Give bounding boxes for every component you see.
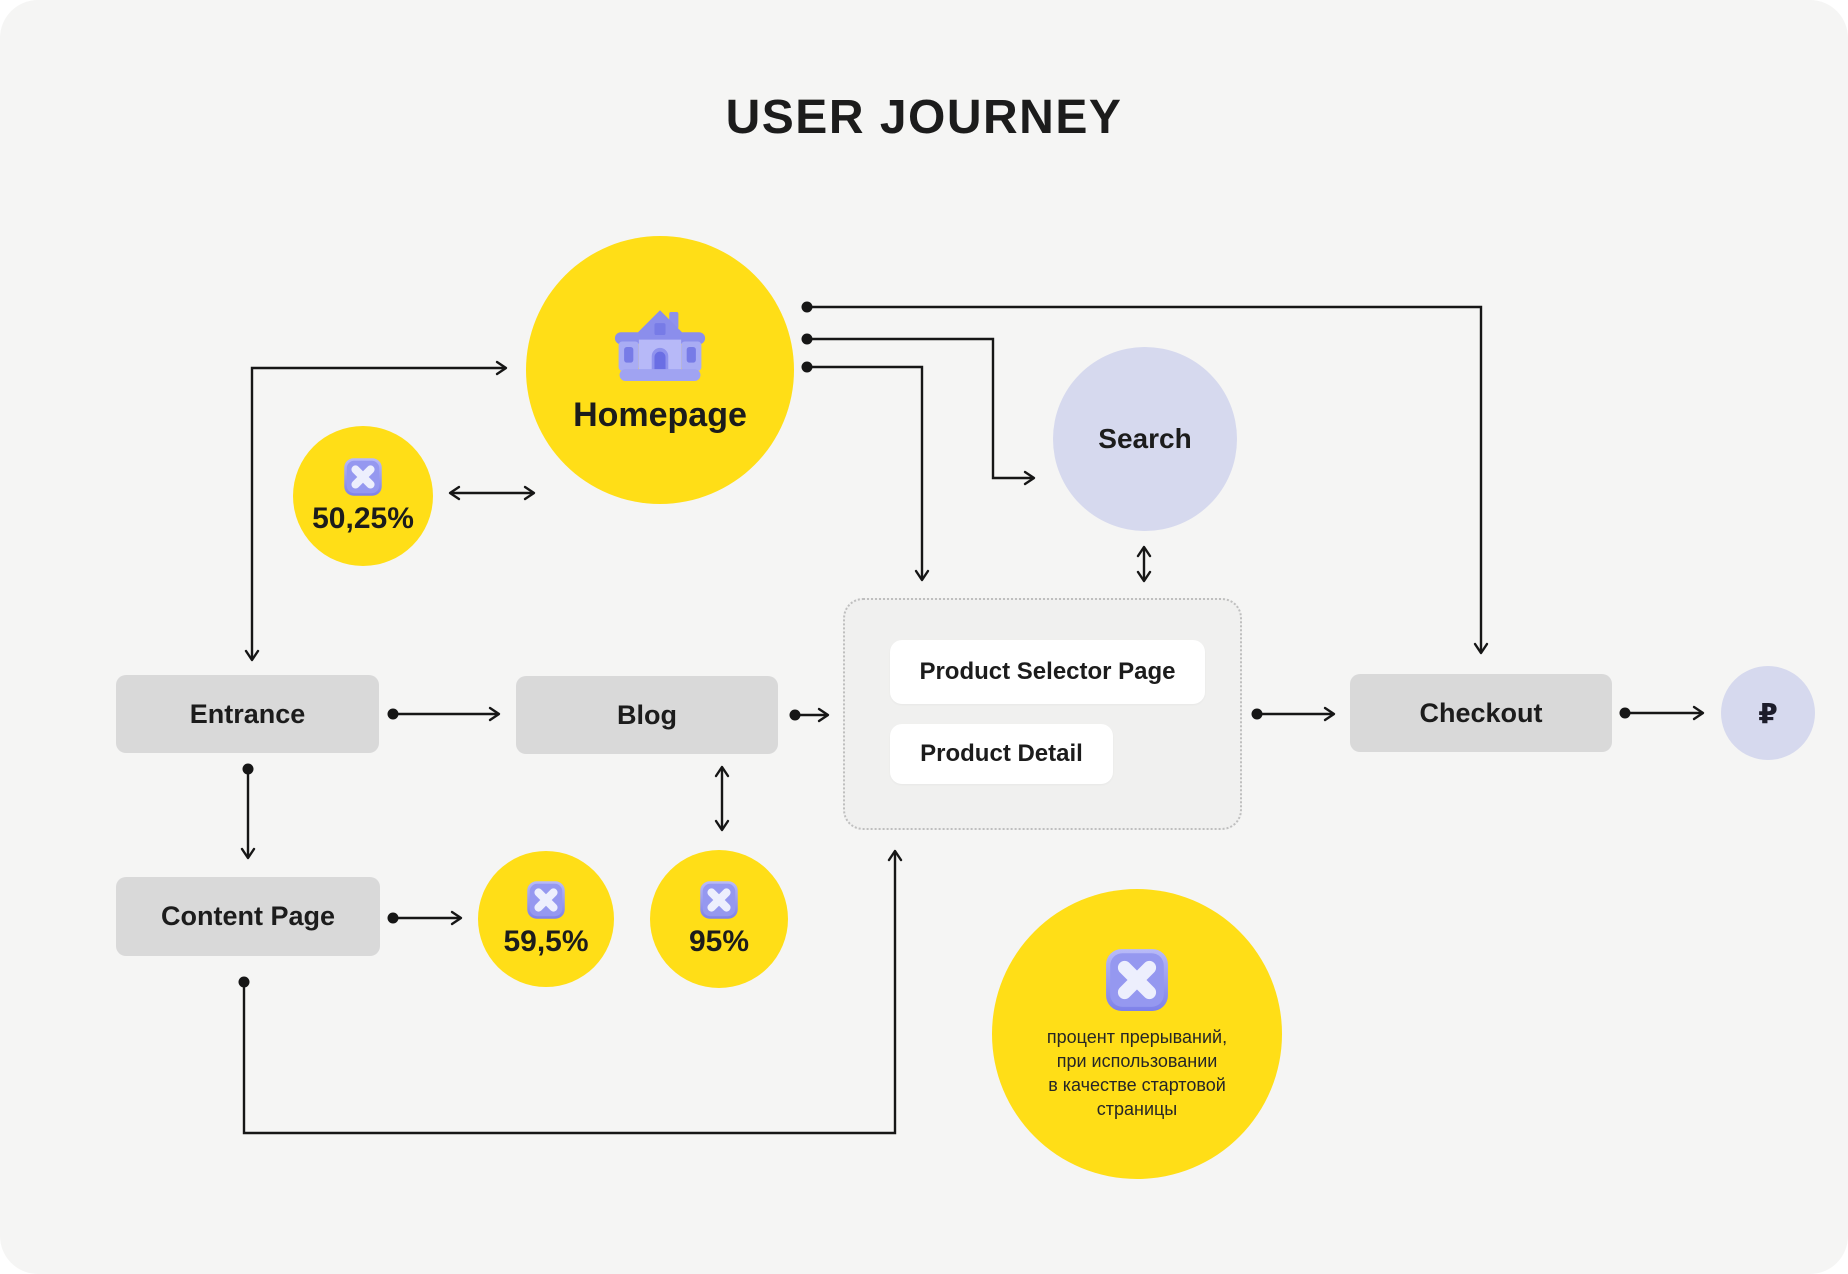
- ruble-icon: ₽: [1758, 697, 1778, 729]
- node-blog: Blog: [516, 676, 778, 754]
- stat-blog-abandon: 95%: [650, 850, 788, 988]
- node-search: Search: [1053, 347, 1237, 531]
- legend-text: процент прерываний, при использовании в …: [1047, 1025, 1227, 1121]
- stat-value: 50,25%: [312, 501, 414, 535]
- blog-label: Blog: [617, 699, 677, 730]
- legend-line: процент прерываний,: [1046, 1027, 1228, 1047]
- product-selector-label: Product Selector Page: [919, 658, 1176, 685]
- cross-icon: [344, 457, 382, 496]
- page-title: USER JOURNEY: [725, 91, 1123, 144]
- legend-circle: процент прерываний, при использовании в …: [992, 889, 1282, 1179]
- node-homepage: Homepage: [526, 236, 794, 504]
- legend-line: страницы: [1096, 1099, 1178, 1119]
- legend-line: в качестве стартовой: [1048, 1075, 1226, 1095]
- stat-homepage-abandon: 50,25%: [293, 426, 433, 566]
- entrance-label: Entrance: [189, 698, 306, 729]
- legend-line: при использовании: [1056, 1051, 1218, 1071]
- node-checkout: Checkout: [1350, 674, 1612, 752]
- cross-icon: [527, 880, 565, 919]
- node-product-selector-page: Product Selector Page: [890, 640, 1205, 704]
- stat-value: 95%: [688, 924, 750, 958]
- content-page-label: Content Page: [160, 901, 335, 931]
- cross-icon: [700, 880, 738, 919]
- node-payment: ₽: [1721, 666, 1815, 760]
- cross-icon: [1106, 949, 1168, 1011]
- house-icon: [614, 309, 706, 381]
- node-content-page: Content Page: [116, 877, 380, 956]
- product-detail-label: Product Detail: [920, 740, 1083, 767]
- stat-content-abandon: 59,5%: [478, 851, 614, 987]
- search-label: Search: [1098, 423, 1192, 454]
- product-group: Product Selector Page Product Detail: [843, 598, 1242, 830]
- stat-value: 59,5%: [503, 924, 589, 958]
- checkout-label: Checkout: [1419, 697, 1543, 728]
- node-entrance: Entrance: [116, 675, 379, 753]
- node-product-detail: Product Detail: [890, 724, 1113, 784]
- homepage-label: Homepage: [573, 395, 747, 434]
